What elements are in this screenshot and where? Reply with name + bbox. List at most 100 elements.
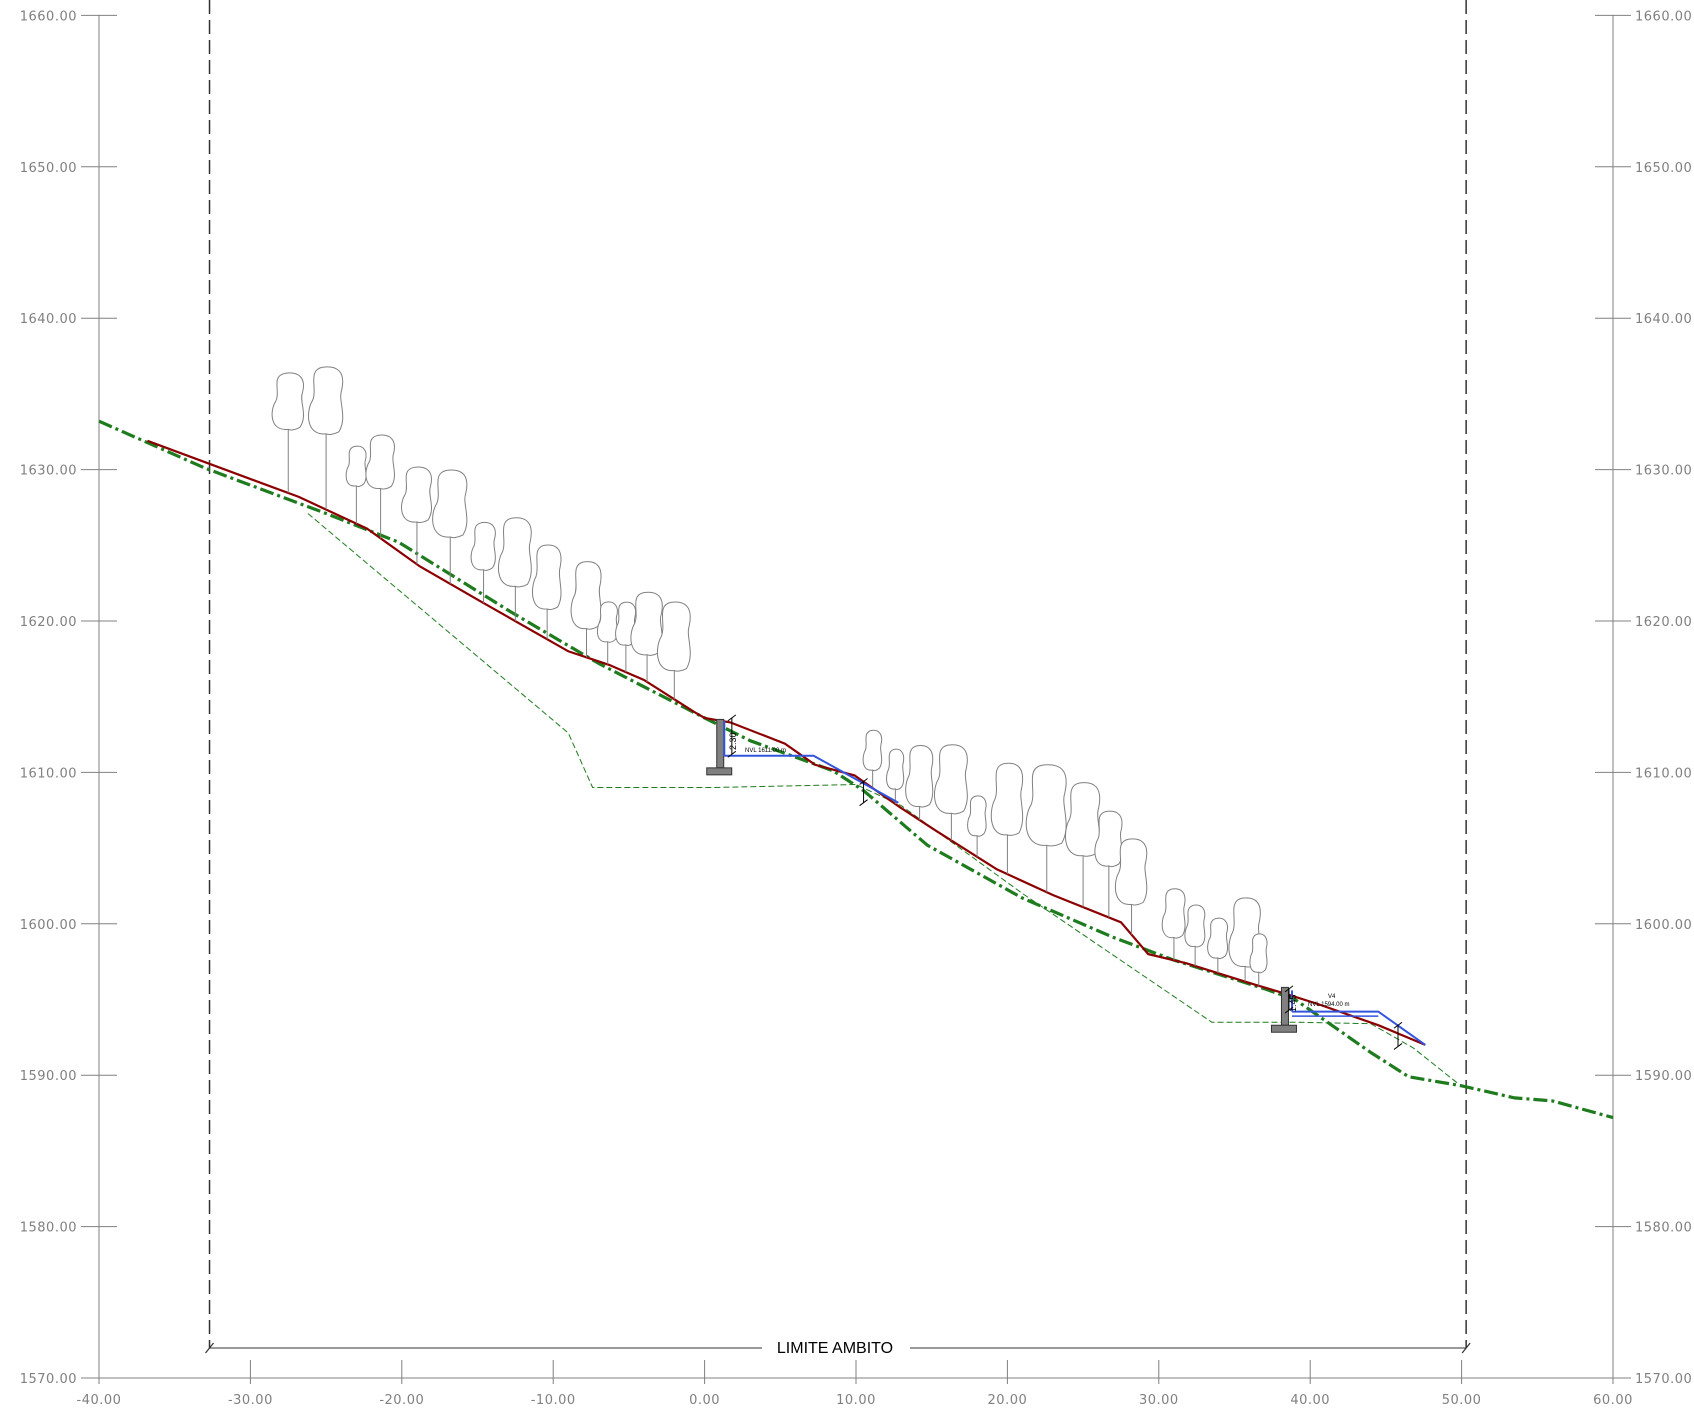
tree-crown [596,601,618,643]
upper-wall-dimension [727,714,737,758]
y-tick-label-right: 1620.00 [1635,615,1692,630]
lower-slope-dimension [1393,1021,1403,1050]
lower-tree [1161,888,1186,961]
excavation-profile [307,513,1458,1084]
upper-tree [656,601,691,700]
upper-tree [470,521,496,604]
y-tick-label-left: 1650.00 [20,161,77,176]
existing-terrain-line [147,439,1426,1046]
y-tick-label-left: 1570.00 [20,1372,77,1387]
upper-wall-level-label: NVL 1611.00 m [745,748,786,754]
tree-crown [1064,782,1101,857]
lower-tree [1025,764,1067,893]
y-tick-label-right: 1580.00 [1635,1221,1692,1236]
upper-tree [531,544,562,640]
lower-tree [1249,933,1268,986]
lower-tree [990,762,1024,875]
tree-crown [967,795,987,837]
lower-tree [1064,782,1101,908]
dimension-tick [1393,1043,1403,1050]
axis-grid [81,14,1631,1384]
upper-platform-line [724,754,899,804]
lower-tree [1184,904,1206,966]
x-tick-label: -20.00 [379,1393,424,1408]
lower-tree [905,745,934,821]
upper-tree [271,372,304,493]
dimension-tick [859,778,868,785]
y-tick-label-left: 1590.00 [20,1069,77,1084]
dimension-tick [1284,985,1294,993]
x-tick-label: -10.00 [531,1393,576,1408]
y-tick-label-right: 1600.00 [1635,918,1692,933]
x-tick-label: -40.00 [77,1393,122,1408]
dimension-tick [859,799,868,807]
upper-tree [570,561,602,658]
y-tick-label-left: 1620.00 [20,615,77,630]
lower-tree [1094,810,1123,918]
tree-crown [365,434,395,490]
lower-tree [862,729,883,789]
tree-crown [271,372,304,431]
tree-crown [570,561,602,630]
y-tick-label-right: 1650.00 [1635,161,1692,176]
tree-crown [401,466,432,524]
x-tick-label: 60.00 [1593,1393,1633,1408]
upper-tree [630,591,663,682]
x-tick-label: -30.00 [228,1393,273,1408]
tree-crown [1094,810,1123,868]
y-tick-label-right: 1660.00 [1635,9,1692,24]
limite-tick-left [205,1342,214,1354]
tree-crown [656,601,691,672]
tree-crown [862,729,883,772]
dimension-tick [1393,1021,1403,1029]
upper-tree [497,517,532,622]
x-tick-label: 30.00 [1139,1393,1179,1408]
wall-stem [716,718,725,769]
y-tick-label-left: 1660.00 [20,9,77,24]
tree-crown [1161,888,1186,939]
terrain-profiles [98,419,1614,1120]
upper-tree [365,434,395,539]
x-tick-label: 50.00 [1442,1393,1482,1408]
lower-tree [967,795,987,857]
x-tick-label: 40.00 [1290,1393,1330,1408]
lower-tree [1207,917,1229,974]
tree-crown [345,445,367,487]
wall-footing [706,767,733,776]
tree-crown [1114,838,1148,906]
tree-crown [497,517,532,588]
x-tick-label: 20.00 [988,1393,1028,1408]
tree-crown [990,762,1024,836]
lower-wall-level-label: NVL 1594.00 m [1308,1002,1349,1008]
retaining-structures [706,714,1426,1050]
upper-tree [307,366,344,510]
dimension-tick [727,714,737,722]
y-tick-label-left: 1600.00 [20,918,77,933]
upper-wall-dimension-label: 2.30 [728,732,738,750]
lower-wall-dimension [1284,985,1294,1014]
tree-crown [307,366,344,435]
tree-crown [886,748,905,790]
tree-crown [1207,917,1229,960]
lower-tree [1114,838,1148,935]
y-tick-label-right: 1570.00 [1635,1372,1692,1387]
tree-crown [432,469,468,539]
upper-tree [432,469,468,584]
tree-crown [531,544,562,611]
tree-crown [1025,764,1067,847]
lower-wall-tag: V4 [1328,994,1336,1000]
excavation-line [307,513,1458,1084]
limite-ambito-label: LIMITE AMBITO [777,1340,893,1357]
trees [271,366,1268,986]
y-tick-label-right: 1640.00 [1635,312,1692,327]
y-tick-label-right: 1610.00 [1635,766,1692,781]
lower-tree [933,744,968,841]
y-tick-label-left: 1630.00 [20,464,77,479]
lower-wall-dimension-label: 1.45 [1288,994,1298,1012]
y-tick-label-left: 1580.00 [20,1221,77,1236]
lower-tree [886,748,905,805]
tree-crown [470,521,496,571]
upper-tree [596,601,618,665]
